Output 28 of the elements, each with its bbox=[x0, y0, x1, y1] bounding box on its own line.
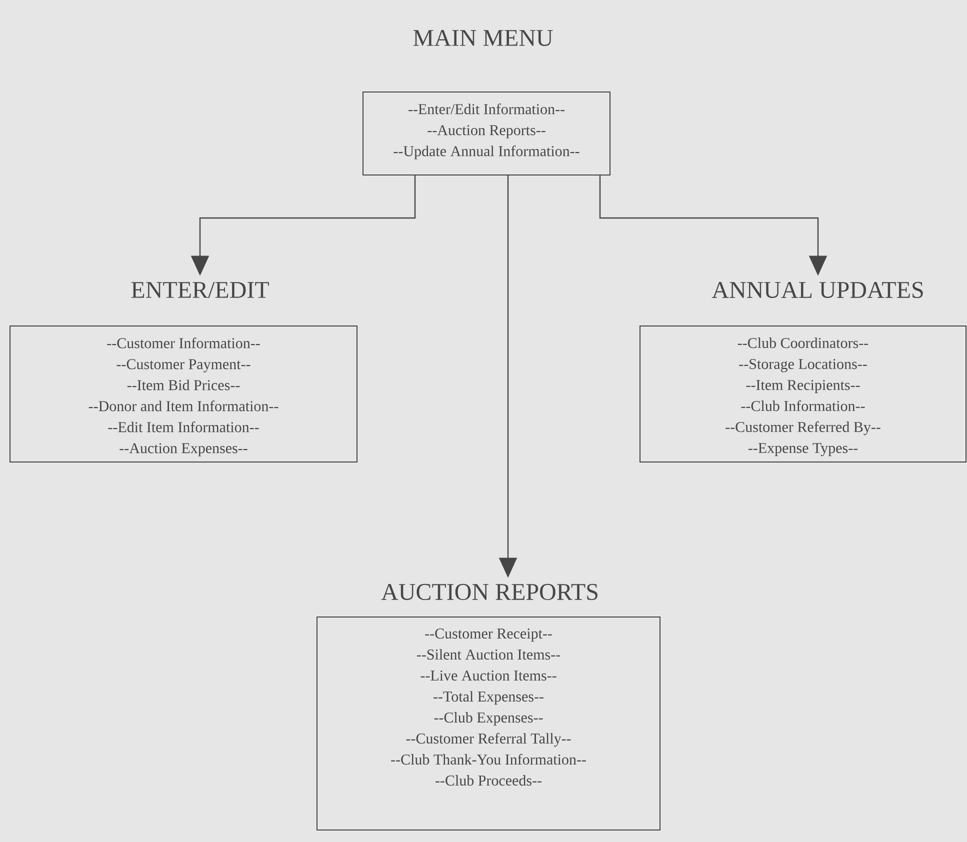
node-label: --Club Expenses-- bbox=[434, 712, 543, 726]
node-label: --Customer Payment-- bbox=[116, 359, 250, 372]
node-label: --Club Proceeds-- bbox=[436, 775, 542, 786]
node-label: --Silent Auction Items-- bbox=[416, 649, 560, 660]
node-label: --Customer Receipt-- bbox=[425, 628, 552, 642]
node-label: --Donor and Item Information-- bbox=[88, 400, 278, 412]
node-label: --Club Information-- bbox=[741, 400, 865, 412]
node-label: --Auction Expenses-- bbox=[120, 443, 248, 456]
menu-heading: MAIN MENU bbox=[413, 30, 553, 46]
node-label: --Customer Referred By-- bbox=[726, 421, 880, 436]
node-label: --Club Thank-You Information-- bbox=[391, 754, 586, 765]
menu-box: --Enter/Edit Information-- --Auction Reports-- --Update Annual Information-- bbox=[362, 92, 610, 176]
node-label: --Item Bid Prices-- bbox=[127, 380, 240, 390]
menu-box: --Customer Receipt-- --Silent Auction Items-- --Live Auction Items-- --Total Expenses-- --Club Expenses-- --Customer Referral Tally-- --Club Thank-You Information-- --Club Proceeds-- bbox=[316, 616, 660, 830]
menu-box: --Customer Information-- --Customer Payment-- --Item Bid Prices-- --Donor and Item Information-- --Edit Item Information-- --Auction Expenses-- bbox=[10, 326, 358, 462]
node-label: --Edit Item Information-- bbox=[108, 422, 259, 432]
node-label: --Live Auction Items-- bbox=[420, 670, 556, 681]
menu-box: --Club Coordinators-- --Storage Locations-- --Item Recipients-- --Club Information-- --Customer Referred By-- --Expense Types-- bbox=[640, 326, 966, 462]
menu-heading: ANNUAL UPDATES bbox=[712, 282, 923, 298]
node-label: --Club Coordinators-- bbox=[738, 338, 868, 348]
node-label: --Expense Types-- bbox=[748, 443, 858, 456]
node-label: --Item Recipients-- bbox=[746, 380, 860, 394]
menu-heading: AUCTION REPORTS bbox=[381, 584, 598, 600]
node-label: --Customer Information-- bbox=[107, 338, 260, 348]
node-label: --Customer Referral Tally-- bbox=[406, 732, 571, 747]
menu-heading: ENTER/EDIT bbox=[131, 282, 269, 298]
node-label: --Storage Locations-- bbox=[739, 359, 867, 372]
node-label: --Total Expenses-- bbox=[434, 691, 544, 705]
